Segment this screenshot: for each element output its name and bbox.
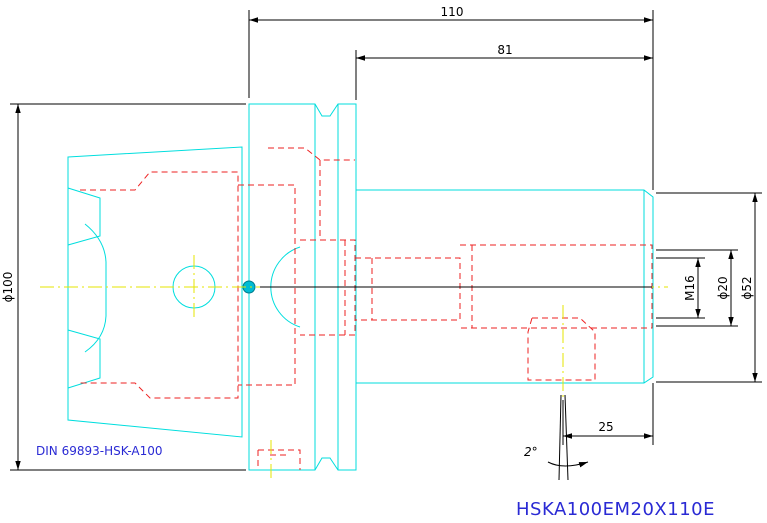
dim-m16-label: M16 bbox=[683, 275, 697, 301]
dim-hole-offset: 25 bbox=[562, 383, 654, 445]
dim-shank-diameter: ϕ52 bbox=[656, 192, 762, 383]
dim-thread: M16 bbox=[656, 257, 705, 319]
dim-110-label: 110 bbox=[441, 5, 464, 19]
standard-note: DIN 69893-HSK-A100 bbox=[36, 444, 163, 458]
dim-phi20-label: ϕ20 bbox=[716, 276, 730, 299]
dim-angle: 2° bbox=[524, 394, 589, 481]
dim-25-label: 25 bbox=[598, 420, 613, 434]
dim-phi100-label: ϕ100 bbox=[1, 272, 15, 303]
part-number: HSKA100EM20X110E bbox=[516, 499, 715, 520]
dim-phi52-label: ϕ52 bbox=[740, 276, 754, 299]
dim-81-label: 81 bbox=[497, 43, 512, 57]
dim-shank-length: 81 bbox=[355, 43, 653, 100]
dim-flange-diameter: ϕ100 bbox=[1, 103, 246, 471]
dim-overall-length: 110 bbox=[248, 5, 654, 190]
dim-2deg-label: 2° bbox=[524, 445, 538, 459]
dim-bore-diameter: ϕ20 bbox=[656, 249, 738, 327]
